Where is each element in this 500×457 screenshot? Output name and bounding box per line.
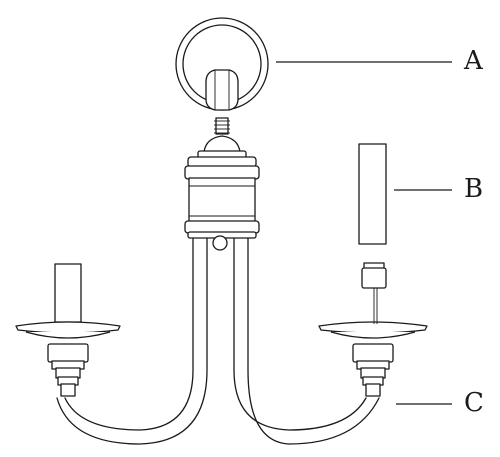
right-arm-cup xyxy=(318,321,428,397)
center-column-body xyxy=(184,135,260,251)
threaded-nipple xyxy=(214,117,230,135)
callout-label-b: B xyxy=(464,174,484,204)
part-b-candle-sleeve xyxy=(358,143,387,245)
callout-label-c: C xyxy=(464,388,484,418)
socket-with-wire xyxy=(361,262,387,324)
callout-label-a: A xyxy=(464,46,483,76)
left-arm-cup xyxy=(15,263,121,397)
part-a-ring-loop xyxy=(175,17,269,111)
arm-tubes xyxy=(56,237,380,445)
